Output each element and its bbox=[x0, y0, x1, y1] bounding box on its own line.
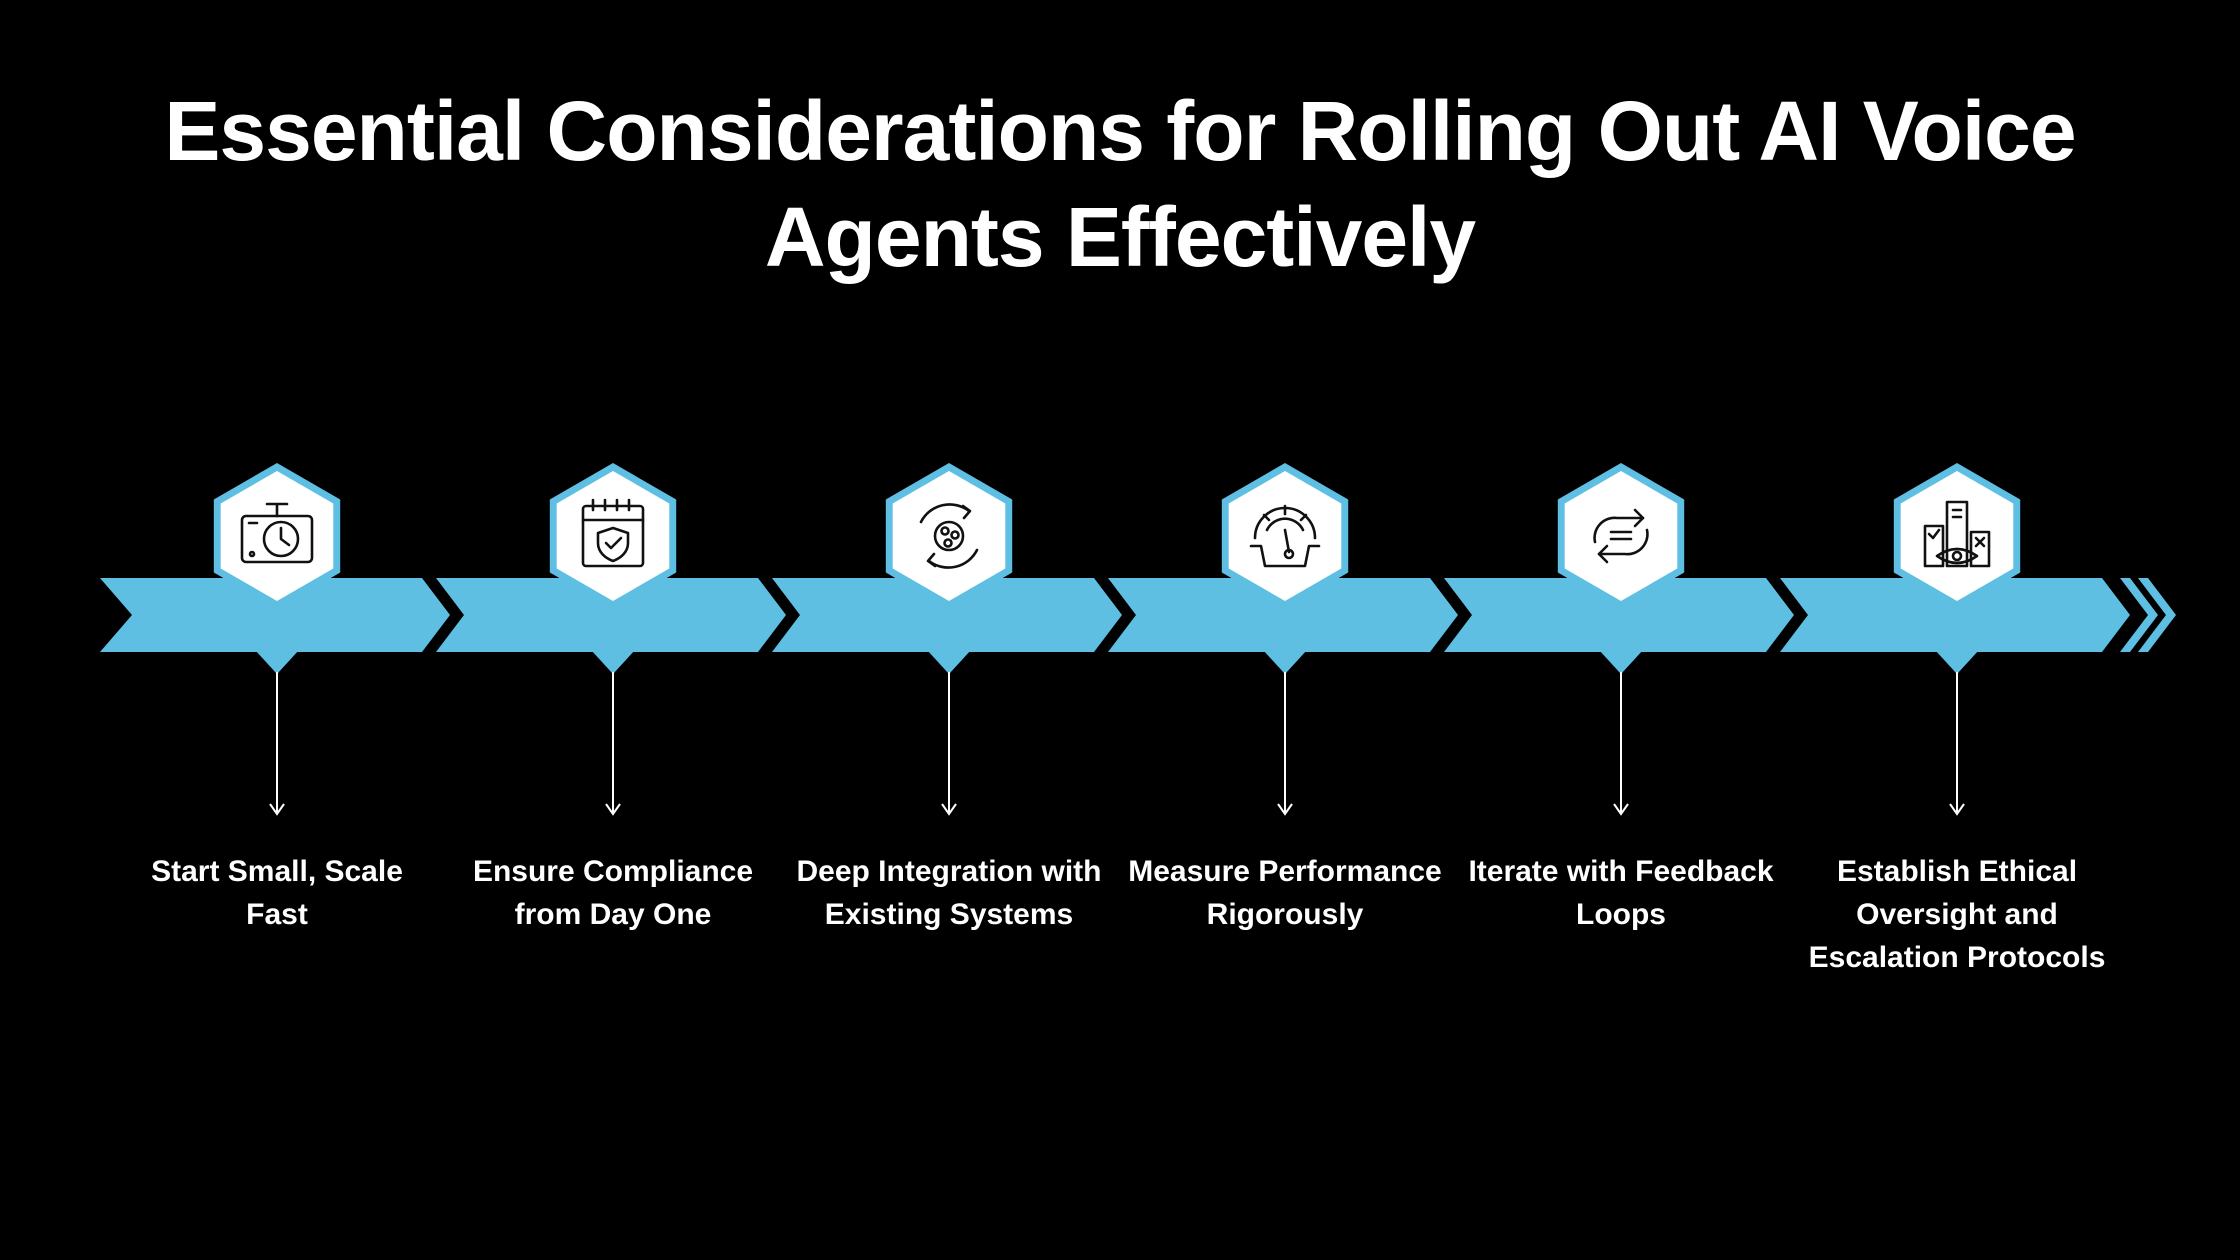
step-hexagon bbox=[1557, 463, 1685, 609]
connector-arrowhead bbox=[1949, 803, 1965, 816]
hexagon-face bbox=[1564, 471, 1678, 601]
connector-arrowhead bbox=[1613, 803, 1629, 816]
step-label: Ensure Compliance from Day One bbox=[472, 855, 754, 931]
connector-arrowhead bbox=[941, 803, 957, 816]
step-label: Establish Ethical Oversight and Escalati… bbox=[1808, 855, 2106, 974]
arrow-segment bbox=[1108, 578, 1458, 652]
page-title: Essential Considerations for Rolling Out… bbox=[80, 78, 2160, 290]
step-hexagon bbox=[213, 463, 341, 609]
arrow-segment bbox=[772, 578, 1122, 652]
step-label: Iterate with Feedback Loops bbox=[1468, 855, 1774, 931]
title-line-2: Agents Effectively bbox=[764, 190, 1476, 284]
connector-arrowhead bbox=[269, 803, 285, 816]
arrow-segment bbox=[1444, 578, 1794, 652]
step-pointer bbox=[1935, 650, 1979, 674]
chevron-separator-icon bbox=[2120, 578, 2158, 652]
connector-arrowhead bbox=[1277, 803, 1293, 816]
chevron-separator-icon bbox=[2138, 578, 2176, 652]
hexagon-face bbox=[1900, 471, 2014, 601]
connector-arrowhead bbox=[605, 803, 621, 816]
step-pointer bbox=[1263, 650, 1307, 674]
hexagon-face bbox=[556, 471, 670, 601]
step-pointer bbox=[255, 650, 299, 674]
step-hexagon bbox=[1893, 463, 2021, 609]
step-hexagon bbox=[549, 463, 677, 609]
step-pointer bbox=[1599, 650, 1643, 674]
hexagon-face bbox=[220, 471, 334, 601]
step-hexagon bbox=[1221, 463, 1349, 609]
arrow-segment bbox=[100, 578, 450, 652]
step-label: Deep Integration with Existing Systems bbox=[796, 855, 1102, 931]
step-pointer bbox=[591, 650, 635, 674]
step-pointer bbox=[927, 650, 971, 674]
arrow-segment bbox=[1780, 578, 2130, 652]
arrow-segment bbox=[436, 578, 786, 652]
hexagon-face bbox=[892, 471, 1006, 601]
step-label: Measure Performance Rigorously bbox=[1128, 855, 1442, 931]
step-hexagon bbox=[885, 463, 1013, 609]
title-line-1: Essential Considerations for Rolling Out… bbox=[164, 84, 2076, 178]
step-label: Start Small, Scale Fast bbox=[151, 855, 403, 931]
